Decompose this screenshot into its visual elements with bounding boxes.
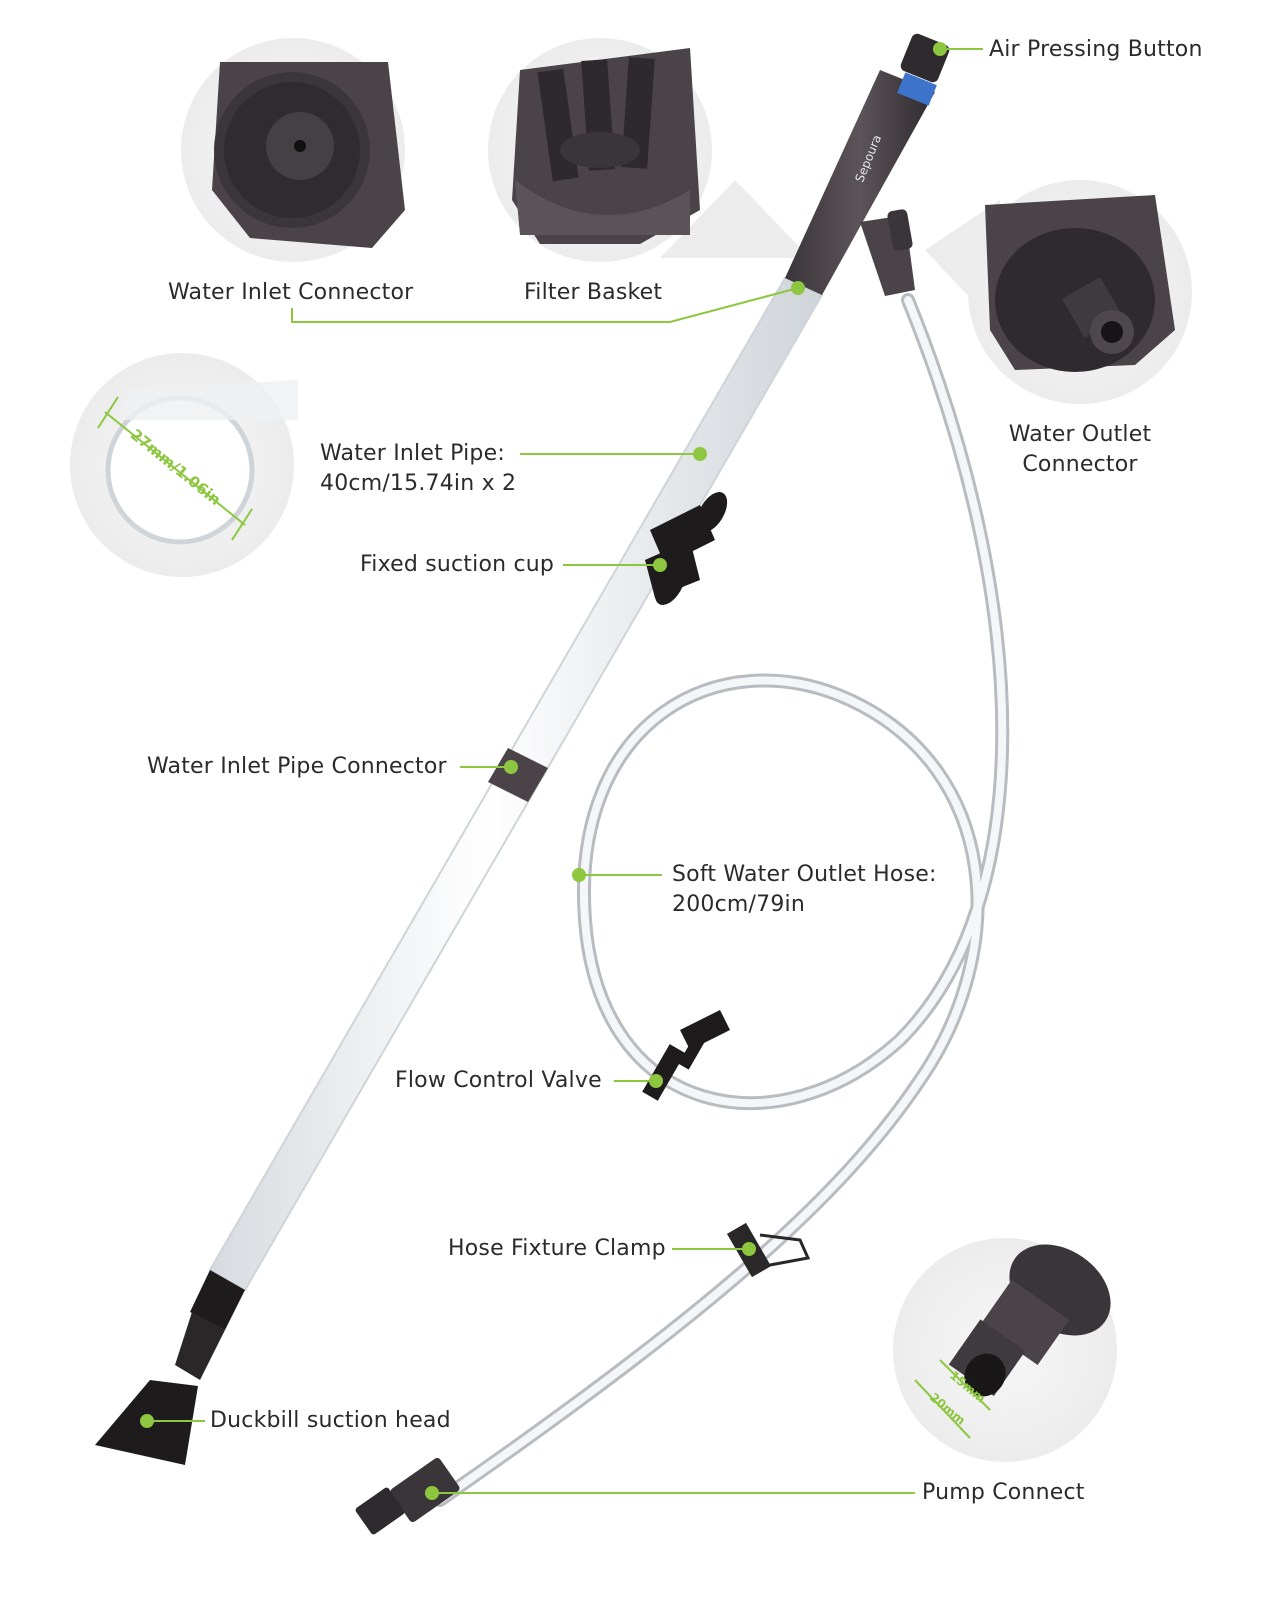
- label-water-outlet-connector-line1: Water Outlet: [1008, 422, 1152, 447]
- label-filter-basket: Filter Basket: [524, 280, 663, 305]
- label-soft-water-outlet-hose-line2: 200cm/79in: [672, 892, 805, 917]
- label-air-pressing-button: Air Pressing Button: [989, 37, 1203, 62]
- label-water-inlet-pipe-line2: 40cm/15.74in x 2: [320, 471, 517, 496]
- suction-cup: [645, 492, 728, 605]
- callout-dot-icon: [791, 281, 805, 295]
- callout-dot-icon: [504, 760, 518, 774]
- label-water-inlet-pipe-connector: Water Inlet Pipe Connector: [147, 754, 447, 779]
- label-water-outlet-connector: Water Outlet Connector: [990, 420, 1170, 480]
- outlet-connector-detail: [925, 180, 1192, 404]
- callout-dot-icon: [140, 1414, 154, 1428]
- outlet-hose: [433, 293, 1010, 1507]
- label-water-inlet-pipe-line1: Water Inlet Pipe:: [320, 441, 505, 466]
- filter-basket-detail: [488, 38, 810, 262]
- label-water-outlet-connector-line2: Connector: [1022, 452, 1138, 477]
- callout-dots: [140, 42, 947, 1500]
- pump-fitting: [355, 1457, 460, 1535]
- inlet-pipe: [208, 276, 824, 1292]
- label-soft-water-outlet-hose: Soft Water Outlet Hose: 200cm/79in: [672, 860, 937, 920]
- callout-dot-icon: [742, 1242, 756, 1256]
- pump-connect-detail: 15mm 20mm: [893, 1238, 1117, 1462]
- label-fixed-suction-cup: Fixed suction cup: [360, 552, 555, 577]
- inlet-connector-detail: [181, 38, 405, 262]
- handle: Sepoura: [785, 33, 950, 296]
- leader-lines: [148, 48, 983, 1494]
- callout-dot-icon: [572, 868, 586, 882]
- label-flow-control-valve: Flow Control Valve: [395, 1068, 602, 1093]
- label-water-inlet-pipe: Water Inlet Pipe: 40cm/15.74in x 2: [320, 439, 516, 499]
- label-water-inlet-connector: Water Inlet Connector: [168, 280, 414, 305]
- callout-dot-icon: [933, 42, 947, 56]
- callout-dot-icon: [649, 1074, 663, 1088]
- pipe-diameter-detail: 27mm/1.06in: [70, 353, 298, 577]
- callout-dot-icon: [693, 447, 707, 461]
- label-duckbill-suction-head: Duckbill suction head: [210, 1408, 451, 1433]
- callout-dot-icon: [653, 558, 667, 572]
- label-soft-water-outlet-hose-line1: Soft Water Outlet Hose:: [672, 862, 937, 887]
- label-hose-fixture-clamp: Hose Fixture Clamp: [448, 1236, 666, 1261]
- label-pump-connect: Pump Connect: [922, 1480, 1085, 1505]
- callout-dot-icon: [425, 1486, 439, 1500]
